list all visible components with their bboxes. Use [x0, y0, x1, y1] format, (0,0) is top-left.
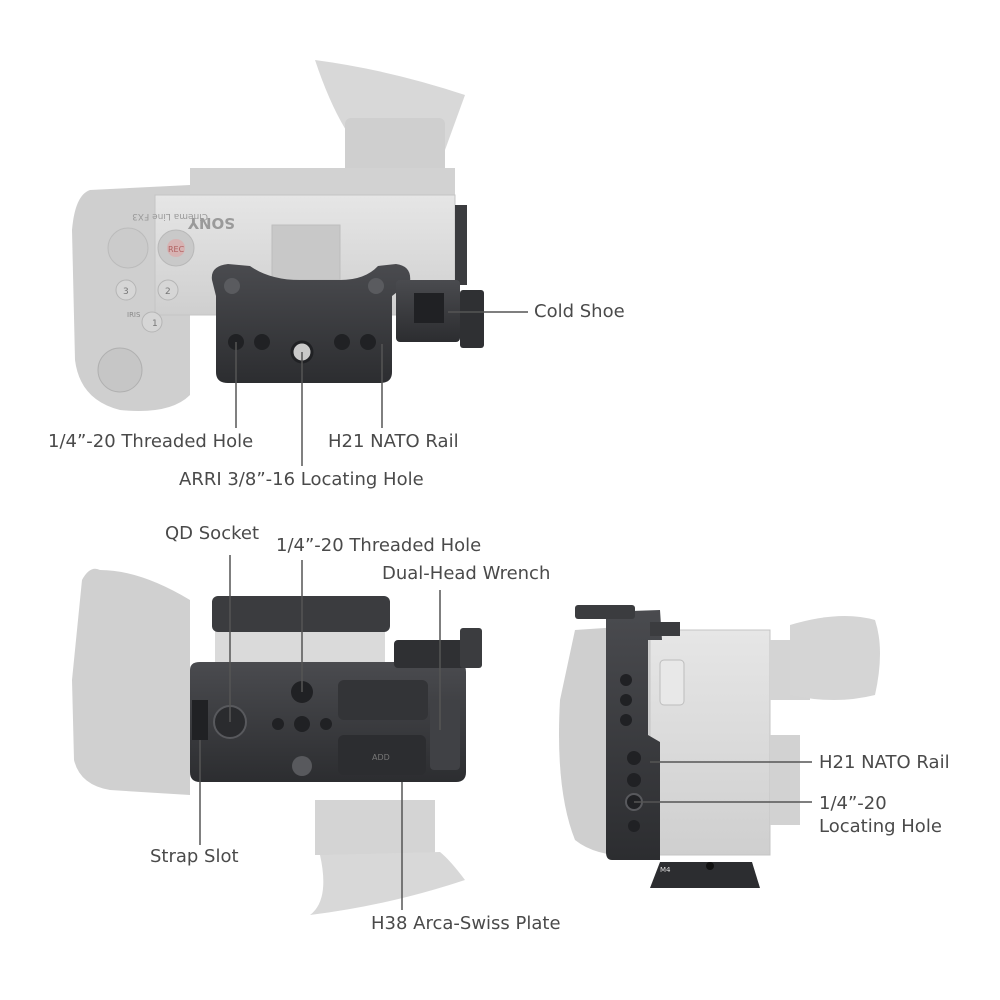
label-locating-hole-line2: Locating Hole	[819, 816, 942, 837]
camera-body-top	[72, 60, 467, 411]
label-wrench: Dual-Head Wrench	[382, 563, 551, 584]
label-threaded-hole-top: 1/4”-20 Threaded Hole	[48, 431, 254, 452]
label-threaded-hole-bottom: 1/4”-20 Threaded Hole	[276, 535, 482, 556]
bottom-view: ADD	[72, 555, 482, 915]
top-cage-plate	[211, 264, 411, 383]
top-view: SONY Cinema Line FX3 REC 1 2 3 IRIS	[72, 60, 528, 466]
label-nato-rail-top: H21 NATO Rail	[328, 431, 459, 452]
cold-shoe	[396, 280, 484, 348]
camera-model-text: Cinema Line FX3	[132, 211, 208, 221]
side-view: M4	[559, 605, 880, 888]
button-2-text: 2	[165, 287, 171, 297]
label-strap-slot: Strap Slot	[150, 846, 239, 867]
label-arca-plate: H38 Arca-Swiss Plate	[371, 913, 561, 934]
label-cold-shoe: Cold Shoe	[534, 301, 625, 322]
m4-text: M4	[660, 866, 671, 874]
label-locating-hole-line1: 1/4”-20	[819, 793, 887, 814]
rec-text: REC	[168, 245, 185, 254]
label-arri-hole: ARRI 3/8”-16 Locating Hole	[179, 469, 424, 490]
label-qd-socket: QD Socket	[165, 523, 259, 544]
button-3-text: 3	[123, 287, 129, 297]
camera-brand-text: SONY	[187, 214, 235, 232]
add-text: ADD	[372, 753, 390, 762]
button-1-text: 1	[152, 319, 158, 329]
label-nato-rail-side: H21 NATO Rail	[819, 752, 950, 773]
iris-text: IRIS	[127, 311, 141, 319]
